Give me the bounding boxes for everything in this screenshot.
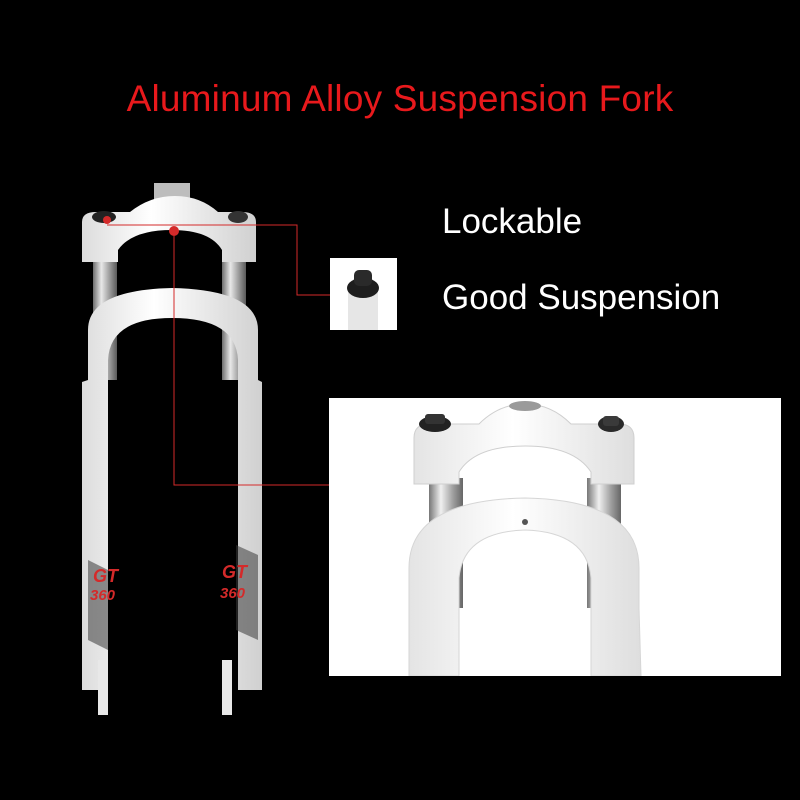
svg-text:360: 360 — [90, 587, 116, 604]
fork-crown-detail-image — [329, 398, 781, 676]
feature-lockable: Lockable — [442, 202, 583, 241]
callout-dot-lockout — [103, 216, 111, 224]
callout-line-arch — [173, 236, 329, 486]
lockout-knob-thumbnail — [330, 258, 397, 330]
feature-good-suspension: Good Suspension — [442, 278, 721, 317]
fork-lowers — [82, 288, 262, 690]
svg-text:GT: GT — [222, 562, 249, 582]
decal-right: 360 GT — [220, 545, 258, 640]
dropout-left — [98, 660, 108, 715]
callout-line-lockout — [107, 224, 330, 296]
svg-text:GT: GT — [93, 566, 120, 586]
svg-text:360: 360 — [220, 585, 246, 602]
page-title: Aluminum Alloy Suspension Fork — [126, 78, 674, 119]
callout-dot-arch — [169, 226, 179, 236]
decal-left: 360 GT — [88, 560, 120, 650]
preload-knob-right — [228, 211, 248, 223]
dropout-right — [222, 660, 232, 715]
fork-crown — [82, 196, 256, 262]
